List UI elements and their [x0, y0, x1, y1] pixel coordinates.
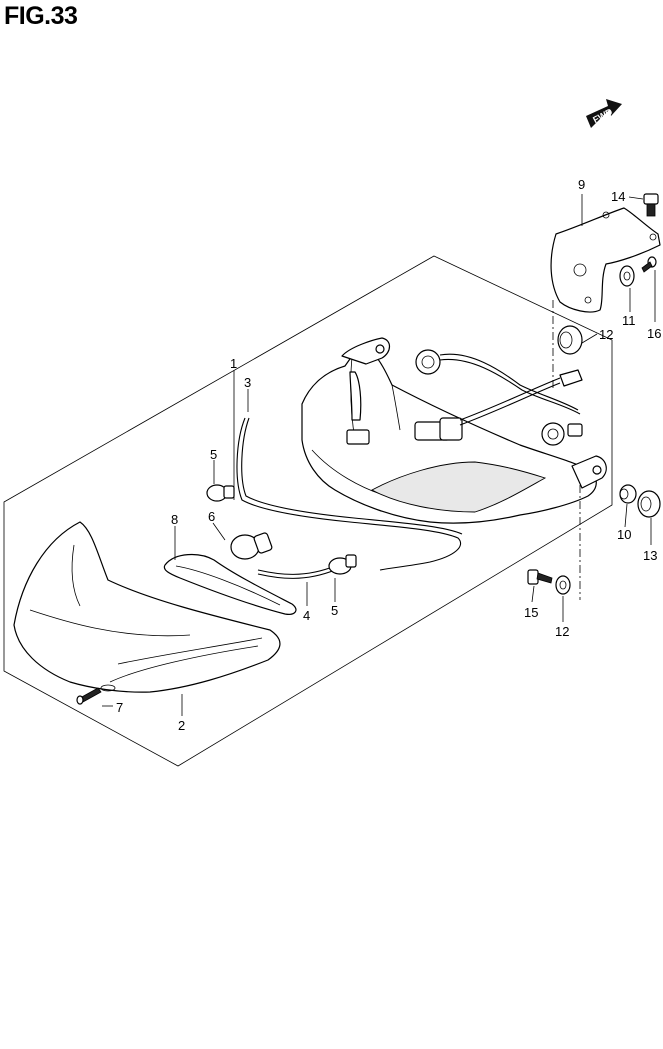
fwd-arrow-icon: FWD — [586, 99, 622, 128]
callout-7: 7 — [116, 700, 123, 715]
callout-14: 14 — [611, 189, 625, 204]
callout-1: 1 — [230, 356, 237, 371]
assembly-outline — [3, 255, 613, 767]
callout-4: 4 — [303, 608, 310, 623]
tail-light-lens — [13, 521, 281, 693]
callout-13: 13 — [643, 548, 657, 563]
washer-11 — [619, 265, 635, 287]
bulb-5-right — [328, 554, 357, 575]
grommet-13 — [637, 490, 661, 518]
callout-16: 16 — [647, 326, 661, 341]
bolt-15 — [527, 569, 553, 585]
callout-10: 10 — [617, 527, 631, 542]
callout-5-left: 5 — [210, 447, 217, 462]
bolt-14 — [643, 193, 659, 217]
callout-11: 11 — [622, 313, 636, 328]
callout-8: 8 — [171, 512, 178, 527]
callout-5-right: 5 — [331, 603, 338, 618]
socket-left — [415, 349, 441, 375]
collar-10 — [619, 484, 637, 504]
callout-15: 15 — [524, 605, 538, 620]
callout-12-top: 12 — [599, 327, 613, 342]
callout-12-bottom: 12 — [555, 624, 569, 639]
wire — [257, 565, 336, 575]
socket-right — [541, 422, 565, 446]
screw-7 — [76, 687, 102, 705]
wire-harness — [236, 417, 462, 571]
callout-3: 3 — [244, 375, 251, 390]
callout-2: 2 — [178, 718, 185, 733]
leader-lines — [102, 194, 656, 716]
washer-12-bottom — [555, 575, 571, 595]
figure-title: FIG.33 — [4, 2, 78, 30]
callout-6: 6 — [208, 509, 215, 524]
bulb-5-left — [206, 484, 235, 502]
mounting-bracket — [550, 207, 661, 313]
tail-light-housing — [301, 337, 607, 524]
callout-9: 9 — [578, 177, 585, 192]
grommet-12-top — [557, 325, 583, 355]
lens-gasket — [163, 554, 297, 615]
bulb-6 — [230, 532, 273, 560]
screw-16 — [641, 256, 657, 273]
